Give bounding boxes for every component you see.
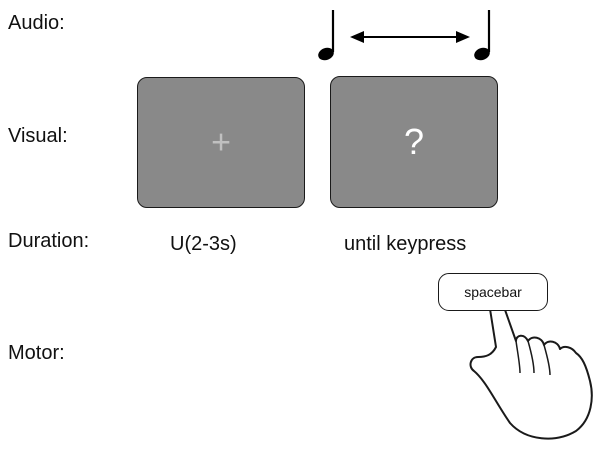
row-label-motor: Motor: (8, 342, 65, 364)
music-note-icon (318, 10, 335, 61)
fixation-cross: + (211, 123, 231, 161)
double-arrow-icon (350, 31, 470, 43)
question-mark: ? (403, 121, 425, 162)
hand-pointer-icon (469, 300, 593, 440)
row-label-duration: Duration: (8, 230, 90, 252)
row-label-audio: Audio: (8, 12, 65, 34)
music-note-icon (474, 10, 491, 61)
spacebar-key: spacebar (438, 273, 548, 311)
row-label-visual: Visual: (8, 125, 68, 147)
question-duration: until keypress (344, 233, 467, 255)
fixation-duration: U(2-3s) (170, 233, 237, 255)
question-screen: ? (330, 76, 498, 208)
fixation-screen: + (137, 77, 305, 208)
spacebar-key-label: spacebar (464, 284, 522, 300)
audio-tones (318, 10, 491, 61)
